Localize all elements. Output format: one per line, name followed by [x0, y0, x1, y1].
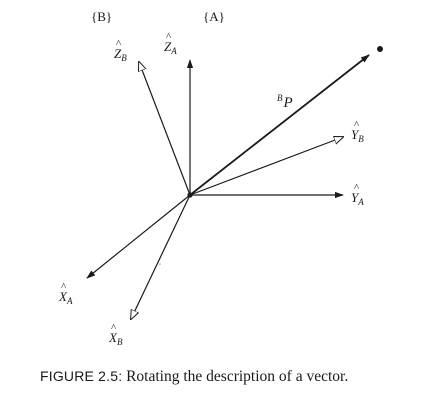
x-a-axis — [86, 194, 191, 279]
svg-text:^: ^ — [61, 281, 67, 293]
point-p-dot — [377, 46, 383, 52]
svg-text:XB: XB — [108, 330, 123, 347]
x-b-label: ^ XB — [108, 322, 123, 347]
origin-point — [187, 192, 193, 198]
x-b-axis — [131, 194, 191, 319]
x-a-label: ^ XA — [58, 281, 73, 306]
y-b-axis — [189, 137, 343, 196]
figure-caption: FIGURE 2.5: Rotating the description of … — [40, 368, 440, 386]
z-b-label: ^ ZB — [114, 38, 127, 63]
frame-b-label: {B} — [91, 9, 112, 24]
svg-text:^: ^ — [111, 322, 117, 334]
caption-text: Rotating the description of a vector. — [126, 368, 349, 385]
svg-text:^: ^ — [354, 119, 360, 131]
svg-text:ZA: ZA — [164, 39, 177, 56]
scan-speck — [159, 263, 161, 265]
svg-text:XA: XA — [58, 289, 73, 306]
svg-text:YA: YA — [351, 190, 364, 207]
svg-text:^: ^ — [116, 38, 122, 50]
svg-text:YB: YB — [351, 127, 364, 144]
frame-a-label: {A} — [203, 9, 225, 24]
z-b-axis — [139, 62, 191, 196]
y-a-label: ^ YA — [351, 182, 364, 207]
z-a-label: ^ ZA — [164, 31, 177, 56]
figure-number: FIGURE 2.5: — [40, 368, 123, 384]
y-b-label: ^ YB — [351, 119, 364, 144]
svg-text:ZB: ZB — [114, 46, 127, 63]
vector-p-label: BP — [277, 93, 293, 111]
svg-text:^: ^ — [166, 31, 172, 43]
svg-text:^: ^ — [354, 182, 360, 194]
vector-p-arrow — [189, 54, 370, 196]
